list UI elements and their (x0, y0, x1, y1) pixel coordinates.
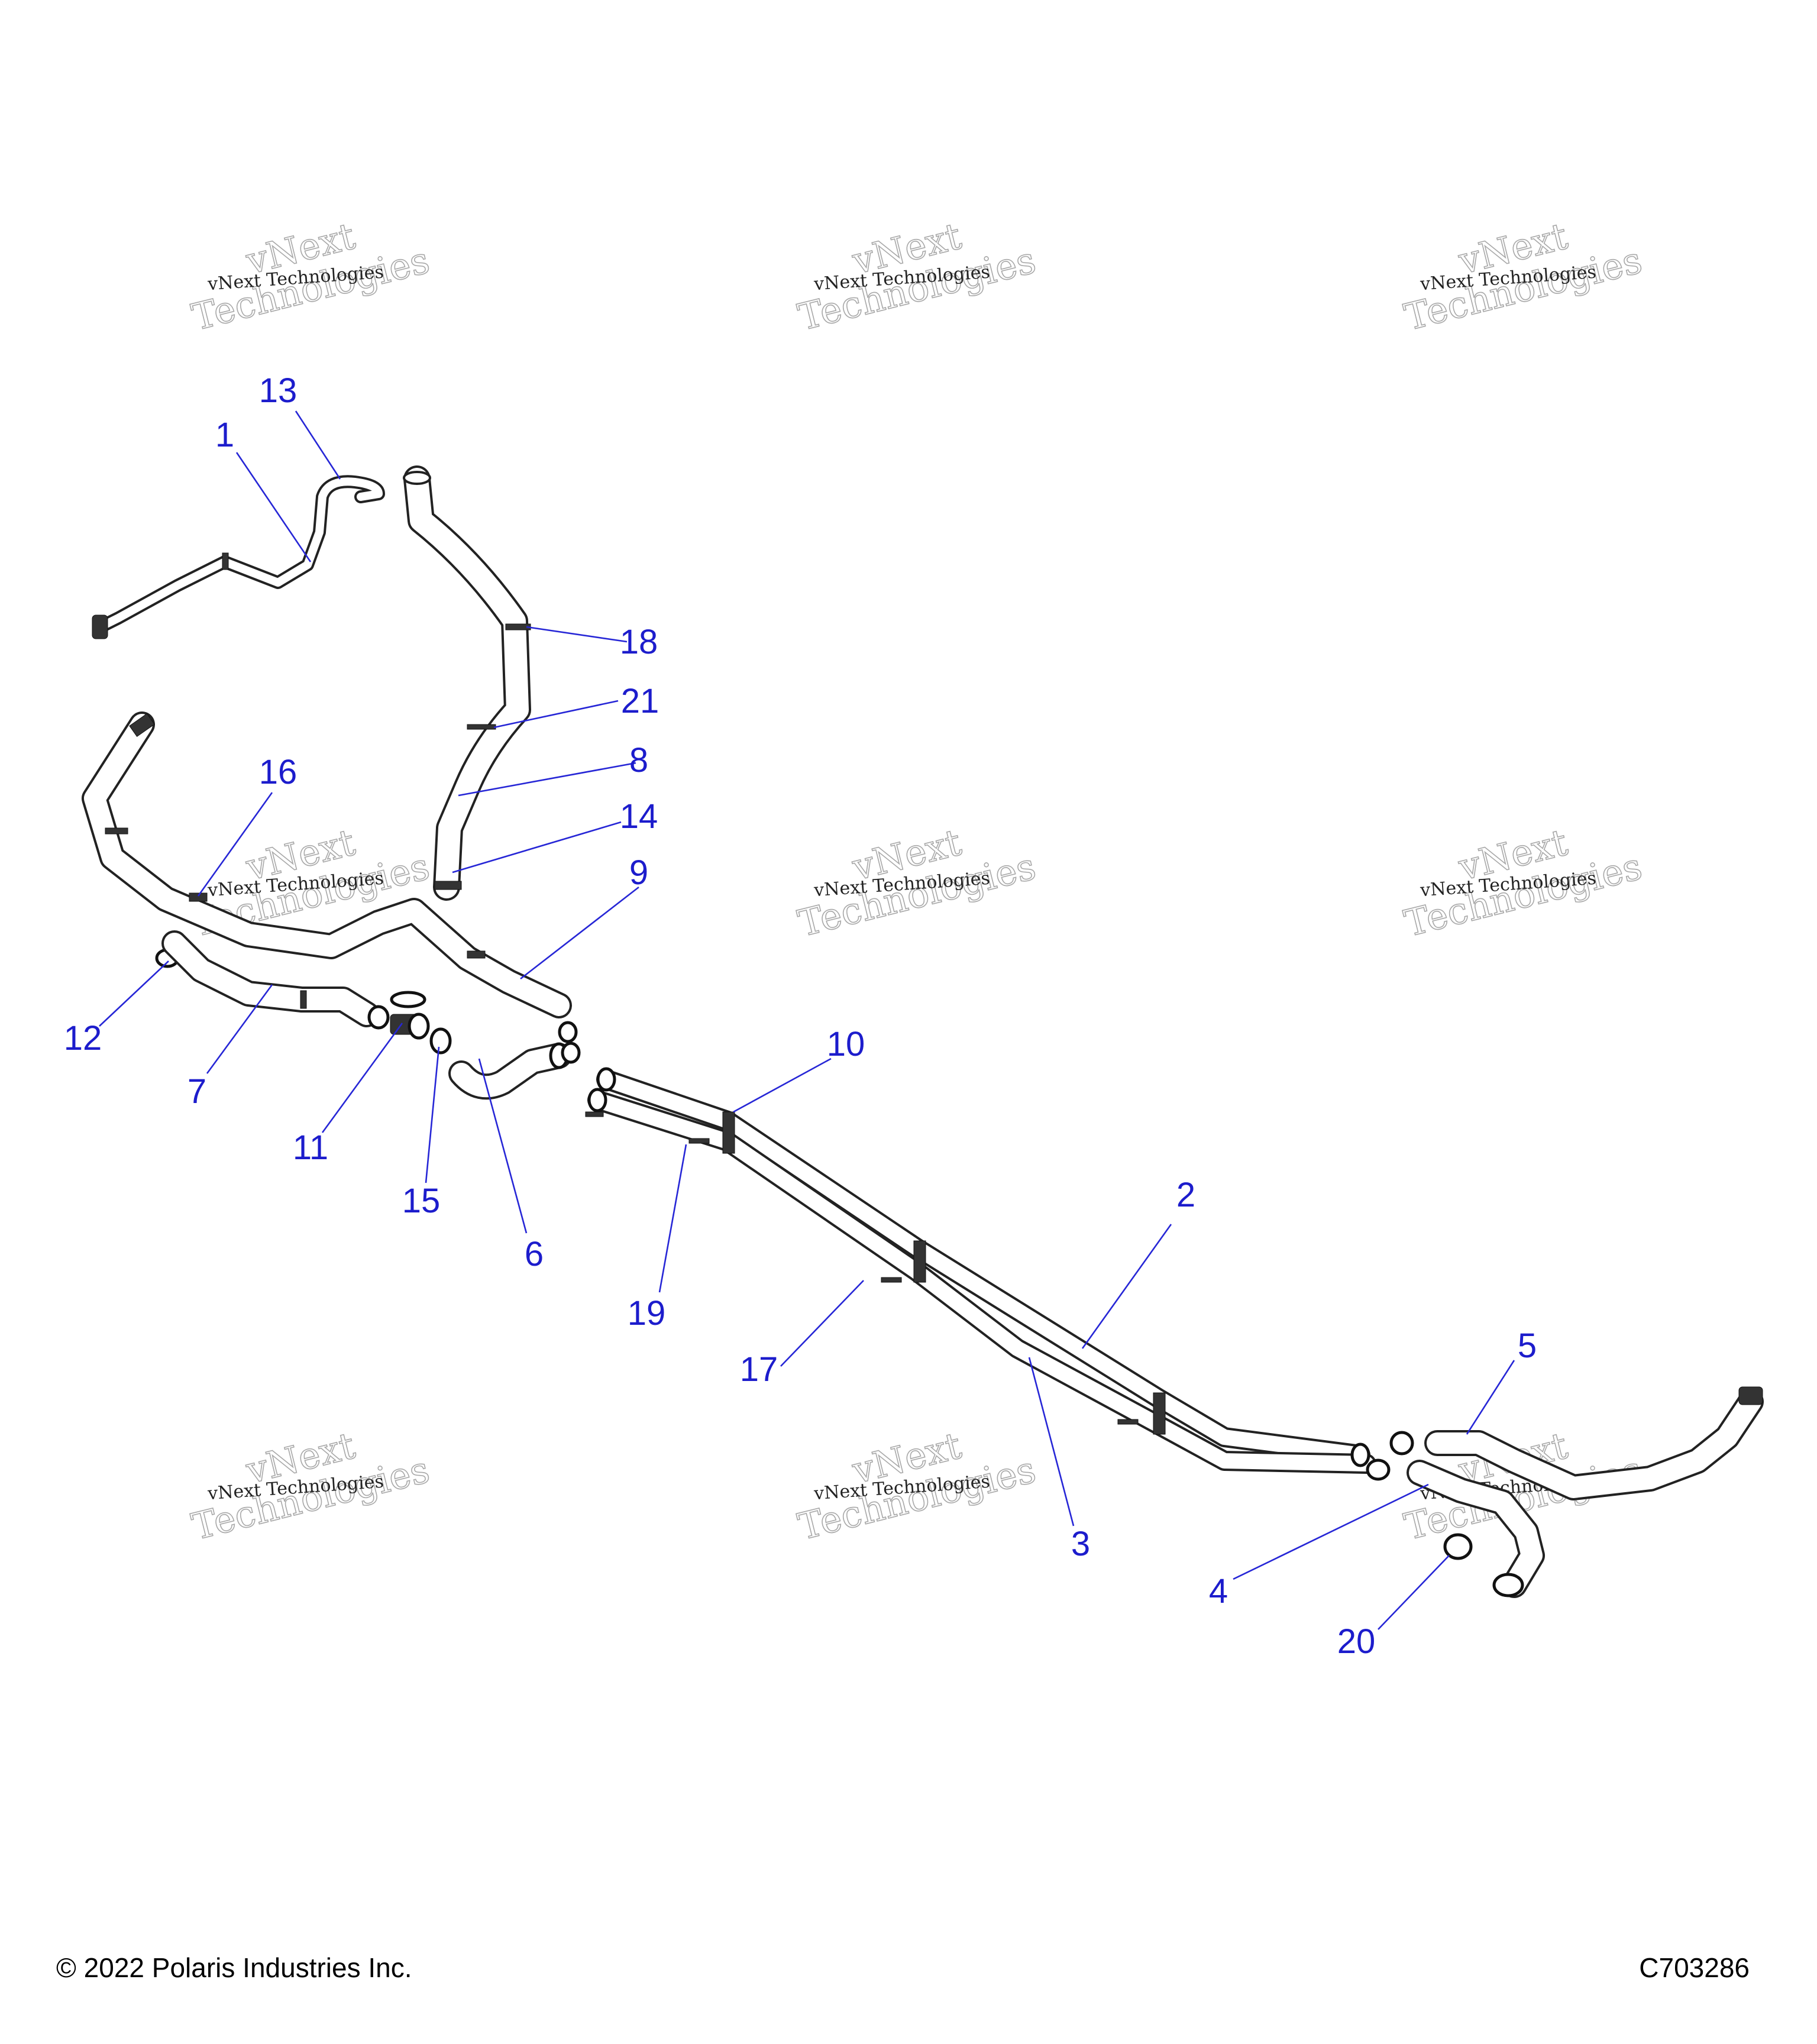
part-9-upper-hose (82, 711, 572, 1018)
callout-13: 13 (259, 371, 298, 410)
part-2-3-long-tubes (585, 1067, 1376, 1474)
tube-2-rear-end (1350, 1443, 1370, 1467)
hose-9-end-clamp (129, 713, 155, 738)
callout-5: 5 (1518, 1327, 1537, 1365)
part-1-bleed-line (92, 475, 385, 639)
leader-2 (1081, 1224, 1172, 1349)
callout-16: 16 (259, 753, 298, 791)
part-20-clamp (1443, 1533, 1473, 1560)
callout-8: 8 (629, 741, 648, 780)
part-8-vertical-hose (403, 465, 531, 901)
callout-7: 7 (187, 1072, 206, 1111)
clamp-on-hose-7 (300, 990, 307, 1009)
bracket-10 (722, 1111, 735, 1154)
bracket-mid (913, 1240, 926, 1283)
callout-20: 20 (1337, 1622, 1376, 1661)
clamp-15-top (390, 991, 426, 1008)
callout-10: 10 (827, 1025, 865, 1063)
callout-6: 6 (525, 1235, 544, 1273)
callout-18: 18 (620, 623, 658, 661)
callout-14: 14 (620, 797, 658, 836)
callout-17: 17 (740, 1350, 778, 1389)
callout-3: 3 (1071, 1525, 1090, 1563)
tie-21 (467, 724, 496, 730)
fitting-opening (408, 1013, 430, 1040)
callout-11: 11 (293, 1128, 328, 1167)
hose-8-top-opening (403, 471, 431, 485)
leader-5 (1466, 1360, 1515, 1435)
tube-2-front-end (596, 1067, 616, 1092)
leader-3 (1028, 1357, 1075, 1526)
part-4-rear-hose (1407, 1460, 1545, 1598)
leader-1 (235, 452, 312, 562)
leader-21 (493, 700, 619, 729)
rear-clamps (1366, 1431, 1414, 1481)
callout-2: 2 (1176, 1176, 1195, 1214)
leader-4 (1233, 1483, 1429, 1580)
leader-lines (99, 410, 1515, 1630)
hose-4-opening (1492, 1573, 1524, 1597)
clamp-16 (189, 892, 208, 902)
leader-14 (452, 821, 622, 874)
callout-1: 1 (215, 416, 234, 454)
bracket-rear (1153, 1392, 1166, 1435)
line-clip (222, 552, 229, 570)
clamp-15a (367, 1005, 390, 1030)
part-11-fitting (367, 991, 452, 1055)
clamp-b (561, 1042, 581, 1064)
leader-20 (1378, 1555, 1450, 1630)
clamp-on-hose-9b (467, 950, 486, 959)
callout-12: 12 (64, 1019, 102, 1057)
part-5-rear-hose (1424, 1386, 1764, 1500)
leader-7 (206, 984, 273, 1074)
clamp-15b (429, 1027, 452, 1055)
leader-9 (520, 886, 639, 980)
leader-10 (733, 1057, 832, 1113)
clamp-on-hose-9 (105, 827, 128, 835)
leader-12 (99, 960, 169, 1027)
leader-19 (658, 1144, 687, 1293)
leader-8 (458, 762, 636, 797)
leader-18 (526, 626, 628, 643)
callout-4: 4 (1209, 1572, 1228, 1610)
clamp-14 (434, 881, 462, 890)
callout-labels: 13 1 18 21 8 14 16 9 12 7 11 15 6 10 19 … (64, 371, 1537, 1661)
callout-21: 21 (621, 682, 659, 720)
part-7-lower-hose (161, 930, 380, 1027)
leader-11 (321, 1023, 403, 1133)
clamp-a (558, 1021, 578, 1043)
callout-15: 15 (402, 1182, 441, 1220)
copyright-text: © 2022 Polaris Industries Inc. (56, 1952, 412, 1983)
leader-16 (197, 792, 273, 897)
leader-17 (780, 1280, 864, 1367)
callout-9: 9 (629, 853, 648, 892)
part-6-short-hose (448, 1021, 581, 1100)
leader-6 (478, 1058, 528, 1234)
callout-19: 19 (628, 1294, 666, 1333)
diagram-id: C703286 (1639, 1952, 1750, 1983)
bolts-17-19 (585, 1111, 1139, 1425)
leader-15 (425, 1046, 440, 1183)
hose-end-fitting (92, 615, 108, 639)
tube-3-front-end (587, 1088, 607, 1112)
hose-5-end-clamp (1738, 1386, 1763, 1405)
leader-13 (295, 410, 341, 480)
parts-layer (82, 465, 1764, 1598)
